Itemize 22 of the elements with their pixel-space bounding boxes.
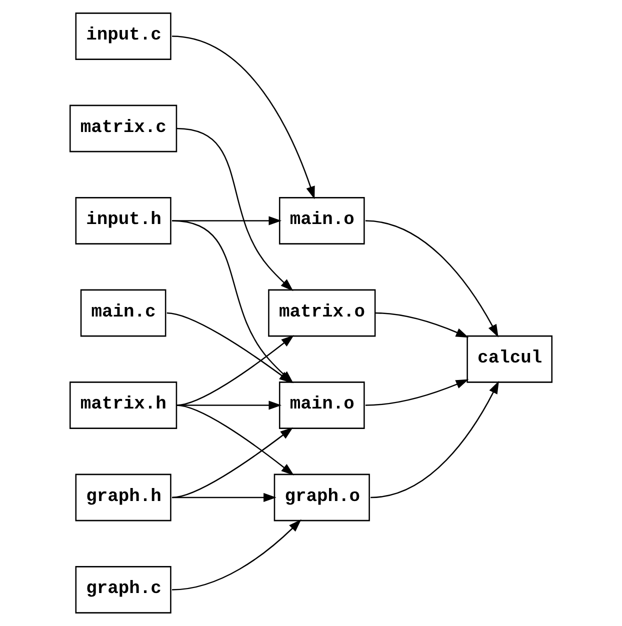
node-box: graph.h	[75, 474, 172, 522]
node-box: calcul	[466, 335, 553, 383]
node-box: main.c	[80, 289, 166, 337]
arrow	[176, 404, 294, 476]
arrow	[176, 400, 282, 410]
arrow	[172, 36, 315, 200]
arrow	[375, 312, 469, 338]
node-box: main.o	[278, 197, 365, 244]
arrow	[365, 379, 469, 406]
node-box: matrix.c	[69, 104, 178, 152]
node-box: graph.o	[274, 474, 370, 522]
arrow	[365, 220, 498, 338]
node-box: input.h	[75, 197, 172, 244]
arrow	[172, 427, 294, 498]
arrow	[172, 519, 302, 590]
node-box: matrix.h	[69, 382, 178, 429]
node-box: matrix.o	[268, 289, 376, 337]
node-box: graph.c	[75, 566, 172, 614]
node-box: input.c	[75, 12, 172, 60]
arrow	[370, 380, 499, 498]
arrow	[176, 128, 294, 292]
node-box: main.o	[278, 382, 365, 429]
